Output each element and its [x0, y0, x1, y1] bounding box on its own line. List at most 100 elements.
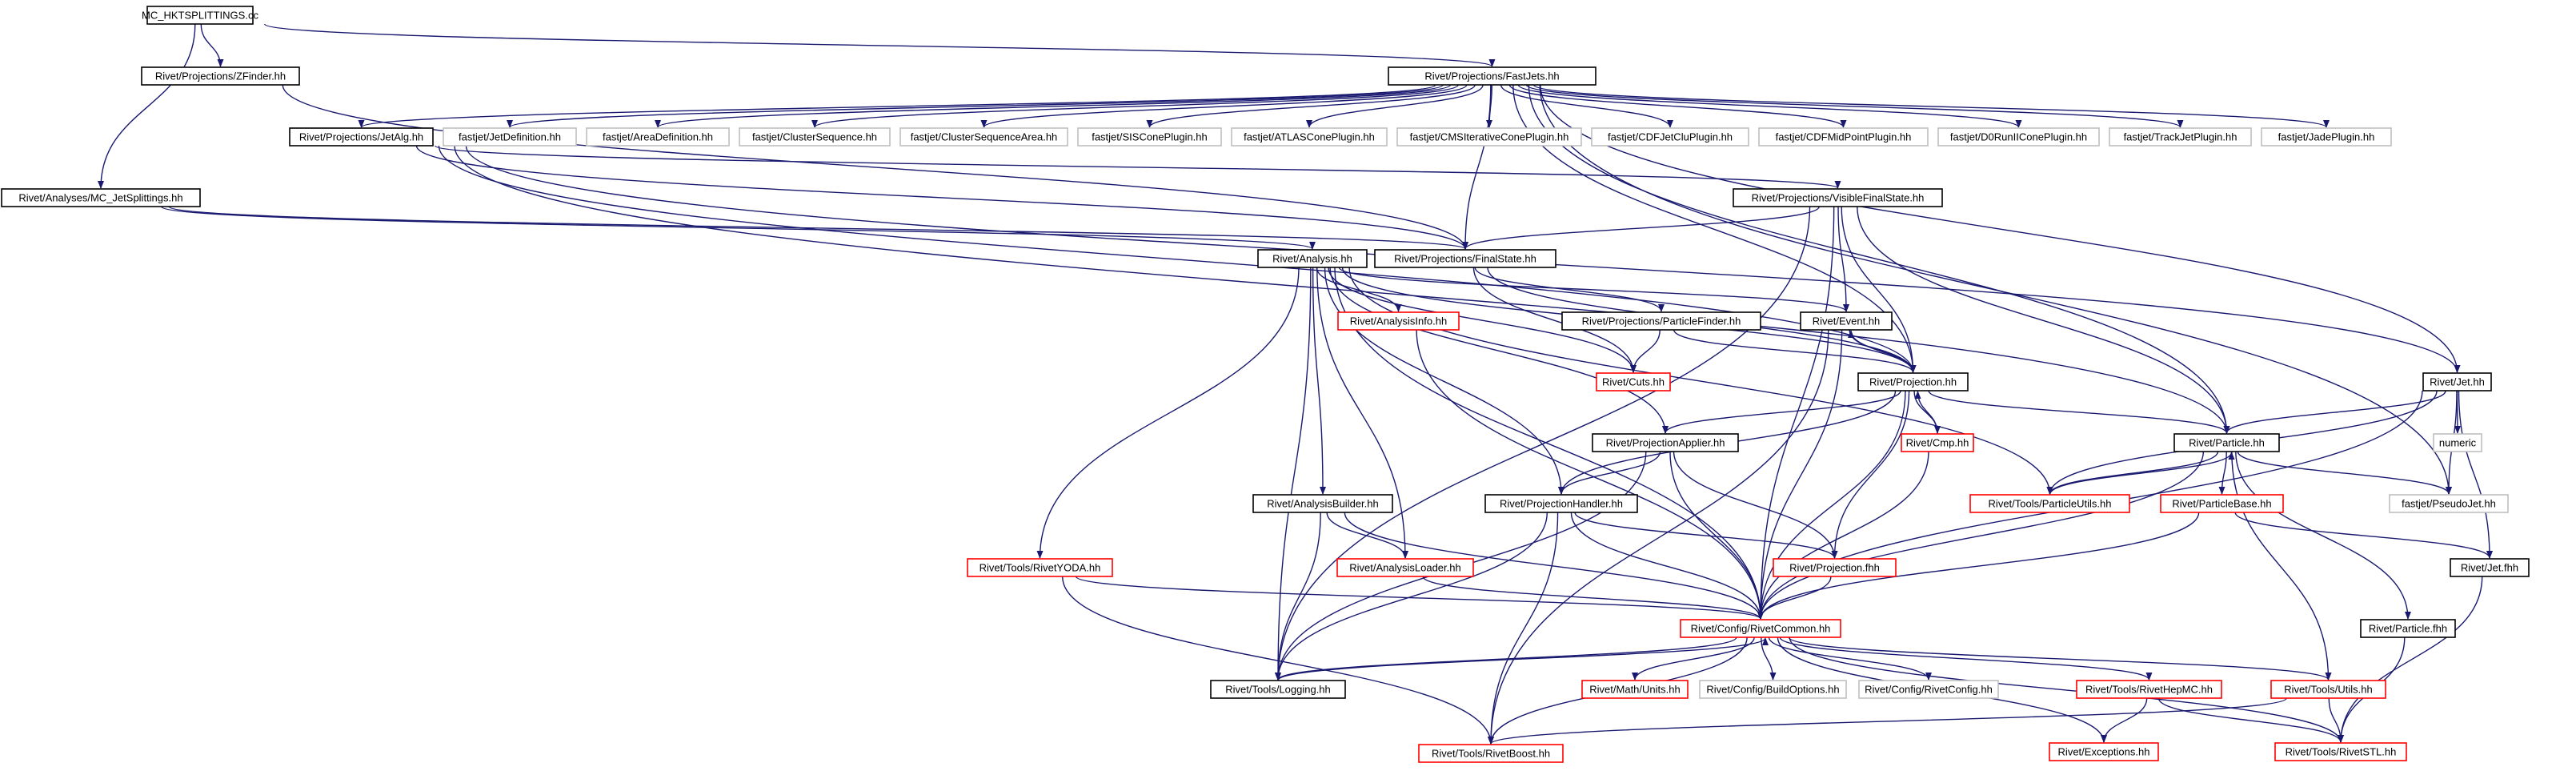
- node-label: Rivet/Projections/JetAlg.hh: [299, 131, 423, 143]
- node-analysisbuilder[interactable]: Rivet/AnalysisBuilder.hh: [1252, 494, 1393, 513]
- edge-fastjets-to-fj_areadef: [655, 84, 1452, 128]
- edge-projapplier-to-rivetcommon: [1669, 451, 1764, 620]
- node-particleutils[interactable]: Rivet/Tools/ParticleUtils.hh: [1969, 494, 2130, 513]
- node-label: Rivet/Tools/Logging.hh: [1225, 684, 1331, 696]
- node-label: Rivet/Config/BuildOptions.hh: [1706, 684, 1839, 696]
- edge-jetfhh-to-rivetstl: [2338, 576, 2483, 743]
- node-box: [899, 127, 1068, 147]
- node-cmp[interactable]: Rivet/Cmp.hh: [1901, 433, 1974, 452]
- node-label: fastjet/SISConePlugin.hh: [1092, 131, 1208, 143]
- node-box: [1581, 680, 1689, 699]
- node-label: Rivet/Jet.hh: [2430, 376, 2485, 388]
- node-label: Rivet/Projections/FastJets.hh: [1424, 70, 1559, 82]
- node-particlebase[interactable]: Rivet/ParticleBase.hh: [2160, 494, 2284, 513]
- node-label: Rivet/Tools/RivetYODA.hh: [980, 562, 1101, 574]
- node-projection[interactable]: Rivet/Projection.hh: [1857, 372, 1969, 392]
- node-box: [2109, 127, 2252, 147]
- edge-visiblefs-to-projection: [1841, 206, 1917, 373]
- node-label: numeric: [2439, 437, 2477, 449]
- node-projfhh[interactable]: Rivet/Projection.fhh: [1773, 558, 1897, 577]
- node-fj_jade: fastjet/JadePlugin.hh: [2261, 127, 2392, 147]
- node-logging[interactable]: Rivet/Tools/Logging.hh: [1210, 680, 1346, 699]
- node-cuts[interactable]: Rivet/Cuts.hh: [1596, 372, 1671, 392]
- node-rivetyoda[interactable]: Rivet/Tools/RivetYODA.hh: [967, 558, 1113, 577]
- node-box: [2160, 494, 2284, 513]
- node-projhandler[interactable]: Rivet/ProjectionHandler.hh: [1484, 494, 1638, 513]
- node-box: [2422, 372, 2492, 392]
- edge-analysisloader-to-rivetcommon: [1422, 576, 1764, 620]
- node-jetfhh[interactable]: Rivet/Jet.fhh: [2450, 558, 2530, 577]
- node-rivethepmc[interactable]: Rivet/Tools/RivetHepMC.hh: [2076, 680, 2222, 699]
- edge-projection-to-rivetcommon: [1757, 390, 1906, 620]
- node-projapplier[interactable]: Rivet/ProjectionApplier.hh: [1592, 433, 1739, 452]
- node-fj_clseq: fastjet/ClusterSequence.hh: [739, 127, 891, 147]
- node-label: fastjet/ATLASConePlugin.hh: [1244, 131, 1375, 143]
- edge-rivetcommon-to-utils: [1788, 636, 2332, 681]
- node-label: Rivet/Projections/ParticleFinder.hh: [1582, 315, 1741, 327]
- node-label: Rivet/Tools/RivetBoost.hh: [1432, 748, 1550, 760]
- edge-rivetcommon-to-buildoptions: [1761, 636, 1777, 681]
- node-analysis[interactable]: Rivet/Analysis.hh: [1257, 249, 1368, 268]
- node-exceptions[interactable]: Rivet/Exceptions.hh: [2049, 742, 2159, 761]
- edge-projapplier-to-projhandler: [1558, 451, 1661, 495]
- node-rivetboost[interactable]: Rivet/Tools/RivetBoost.hh: [1418, 744, 1564, 763]
- node-box: [1969, 494, 2130, 513]
- node-utils[interactable]: Rivet/Tools/Utils.hh: [2270, 680, 2386, 699]
- node-box: [2076, 680, 2222, 699]
- node-rivetcommon[interactable]: Rivet/Config/RivetCommon.hh: [1680, 619, 1841, 638]
- node-box: [2450, 558, 2530, 577]
- node-jet[interactable]: Rivet/Jet.hh: [2422, 372, 2492, 392]
- node-label: Rivet/Event.hh: [1813, 315, 1881, 327]
- node-particle[interactable]: Rivet/Particle.hh: [2173, 433, 2280, 452]
- node-fj_cdfjetclu: fastjet/CDFJetCluPlugin.hh: [1591, 127, 1749, 147]
- node-fastjets[interactable]: Rivet/Projections/FastJets.hh: [1388, 66, 1596, 86]
- node-fj_jetdef: fastjet/JetDefinition.hh: [443, 127, 577, 147]
- node-analysisinfo[interactable]: Rivet/AnalysisInfo.hh: [1337, 311, 1460, 331]
- node-label: fastjet/D0RunIIConePlugin.hh: [1950, 131, 2087, 143]
- edge-projhandler-to-logging: [1275, 512, 1548, 681]
- node-label: fastjet/JetDefinition.hh: [459, 131, 561, 143]
- node-box: [2173, 433, 2280, 452]
- node-box: [1210, 680, 1346, 699]
- node-label: Rivet/Math/Units.hh: [1589, 684, 1680, 696]
- node-mcjetsplit[interactable]: Rivet/Analyses/MC_JetSplittings.hh: [1, 188, 201, 207]
- node-box: [1680, 619, 1841, 638]
- node-label: Rivet/Analysis.hh: [1272, 253, 1352, 265]
- node-label: Rivet/Config/RivetConfig.hh: [1865, 684, 1993, 696]
- node-finalstate[interactable]: Rivet/Projections/FinalState.hh: [1374, 249, 1556, 268]
- node-analysisloader[interactable]: Rivet/AnalysisLoader.hh: [1336, 558, 1474, 577]
- edge-finalstate-to-cuts: [1472, 267, 1637, 373]
- node-zfinder[interactable]: Rivet/Projections/ZFinder.hh: [141, 66, 300, 86]
- edge-analysisbuilder-to-rivetcommon: [1344, 512, 1764, 620]
- edge-analysis-to-event: [1338, 267, 1849, 312]
- edge-finalstate-to-particlefinder: [1474, 267, 1665, 312]
- node-event[interactable]: Rivet/Event.hh: [1800, 311, 1893, 331]
- edges-layer: [98, 23, 2493, 745]
- node-box: [2274, 742, 2407, 761]
- edge-particlefinder-to-cuts: [1630, 329, 1661, 373]
- node-visiblefs[interactable]: Rivet/Projections/VisibleFinalState.hh: [1733, 188, 1943, 207]
- node-mathunits[interactable]: Rivet/Math/Units.hh: [1581, 680, 1689, 699]
- node-label: Rivet/ProjectionHandler.hh: [1500, 498, 1623, 510]
- node-rivetstl[interactable]: Rivet/Tools/RivetSTL.hh: [2274, 742, 2407, 761]
- edge-root-to-zfinder: [200, 23, 224, 67]
- edge-projection-to-projfhh: [1831, 390, 1910, 559]
- edge-jetalg-to-finalstate: [415, 145, 1468, 250]
- node-label: Rivet/ProjectionApplier.hh: [1606, 437, 1725, 449]
- node-jetalg[interactable]: Rivet/Projections/JetAlg.hh: [289, 127, 434, 147]
- node-box: [1901, 433, 1974, 452]
- node-box: [1, 188, 201, 207]
- edge-fastjets-to-fj_cdfjetclu: [1500, 84, 1673, 128]
- node-particlefinder[interactable]: Rivet/Projections/ParticleFinder.hh: [1561, 311, 1761, 331]
- edge-rivethepmc-to-exceptions: [2101, 697, 2148, 743]
- node-fj_atlascone: fastjet/ATLASConePlugin.hh: [1231, 127, 1388, 147]
- node-box: [1596, 372, 1671, 392]
- node-label: Rivet/Tools/Utils.hh: [2284, 684, 2373, 696]
- node-box: [1699, 680, 1847, 699]
- node-particlefhh[interactable]: Rivet/Particle.fhh: [2360, 619, 2456, 638]
- node-box: [1374, 249, 1556, 268]
- edge-visiblefs-to-logging: [1275, 206, 1811, 681]
- node-label: Rivet/Tools/ParticleUtils.hh: [1989, 498, 2112, 510]
- node-box: [2360, 619, 2456, 638]
- edge-particle-to-pseudojet: [2237, 451, 2452, 495]
